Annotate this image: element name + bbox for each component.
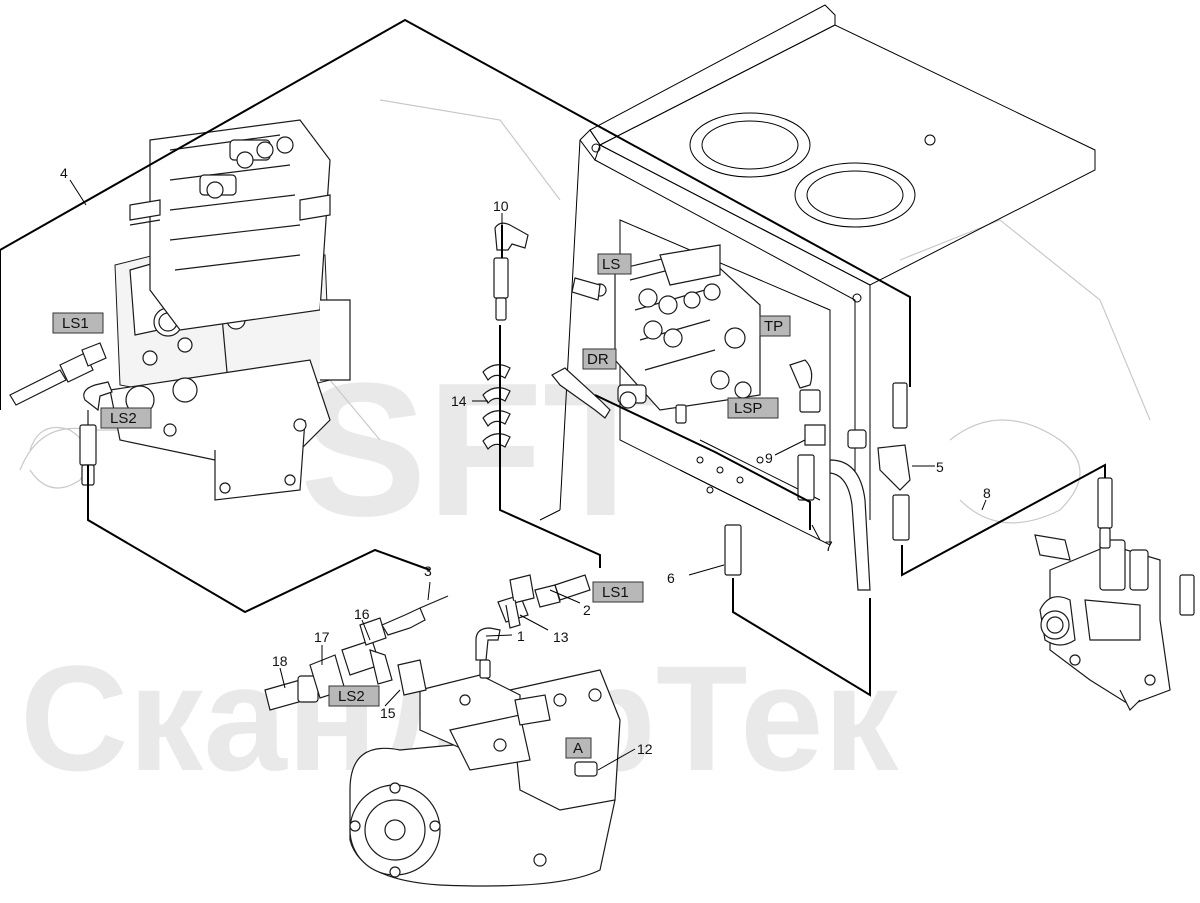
tag-ls-box [597,253,632,275]
chassis-frame [539,4,1096,546]
callout-1: 1 [517,628,525,644]
tag-lsp: LSP [734,400,762,417]
tag-a-box [565,737,592,759]
callout-18: 18 [272,653,288,669]
callout-12: 12 [637,741,653,757]
tag-ls2-left-box [100,407,152,429]
callout-4: 4 [60,165,68,181]
left-fittings [9,342,113,486]
callout-numbers: 1 2 3 4 5 6 7 8 9 10 12 13 14 15 16 17 1… [60,165,991,757]
tag-ls1-bottom-box [592,581,644,603]
valve-assembly-8 [1034,477,1195,712]
callout-3: 3 [424,563,432,579]
control-valve-left [109,119,351,501]
tag-tp: TP [764,318,783,335]
tag-lsp-box [727,397,779,419]
hose-part-10 [493,222,529,321]
tag-ls2-bottom: LS2 [338,688,365,705]
tag-ls2-bottom-box [328,685,380,707]
callout-14: 14 [451,393,467,409]
callout-10: 10 [493,198,509,214]
callout-6: 6 [667,570,675,586]
watermark-machine-outline [19,99,1151,524]
callout-7: 7 [825,538,833,554]
callout-17: 17 [314,629,330,645]
callout-16: 16 [354,606,370,622]
bottom-fittings [264,574,591,711]
tag-ls2-left: LS2 [110,410,137,427]
control-valve-right [571,244,761,411]
tag-dr-box [582,348,617,370]
tag-ls1-bottom: LS1 [602,584,629,601]
callout-5: 5 [936,459,944,475]
callout-8: 8 [983,485,991,501]
watermark-brand: SFT [300,344,659,556]
tag-dr: DR [587,351,609,368]
tag-ls: LS [602,256,620,273]
callout-15: 15 [380,705,396,721]
pump-assembly [349,627,621,887]
port-tags: LS1 LS2 LS TP DR LSP LS1 LS2 A [52,253,791,759]
callout-2: 2 [583,602,591,618]
tag-tp-box [759,315,791,337]
clips-part-14 [482,364,511,451]
tag-ls1-left-box [52,312,104,334]
callout-13: 13 [553,629,569,645]
tag-a: A [573,740,583,757]
right-fittings [551,359,911,591]
callout-9: 9 [765,450,773,466]
leader-lines [69,179,987,771]
routing-lines [0,18,1106,697]
tag-ls1-left: LS1 [62,315,89,332]
